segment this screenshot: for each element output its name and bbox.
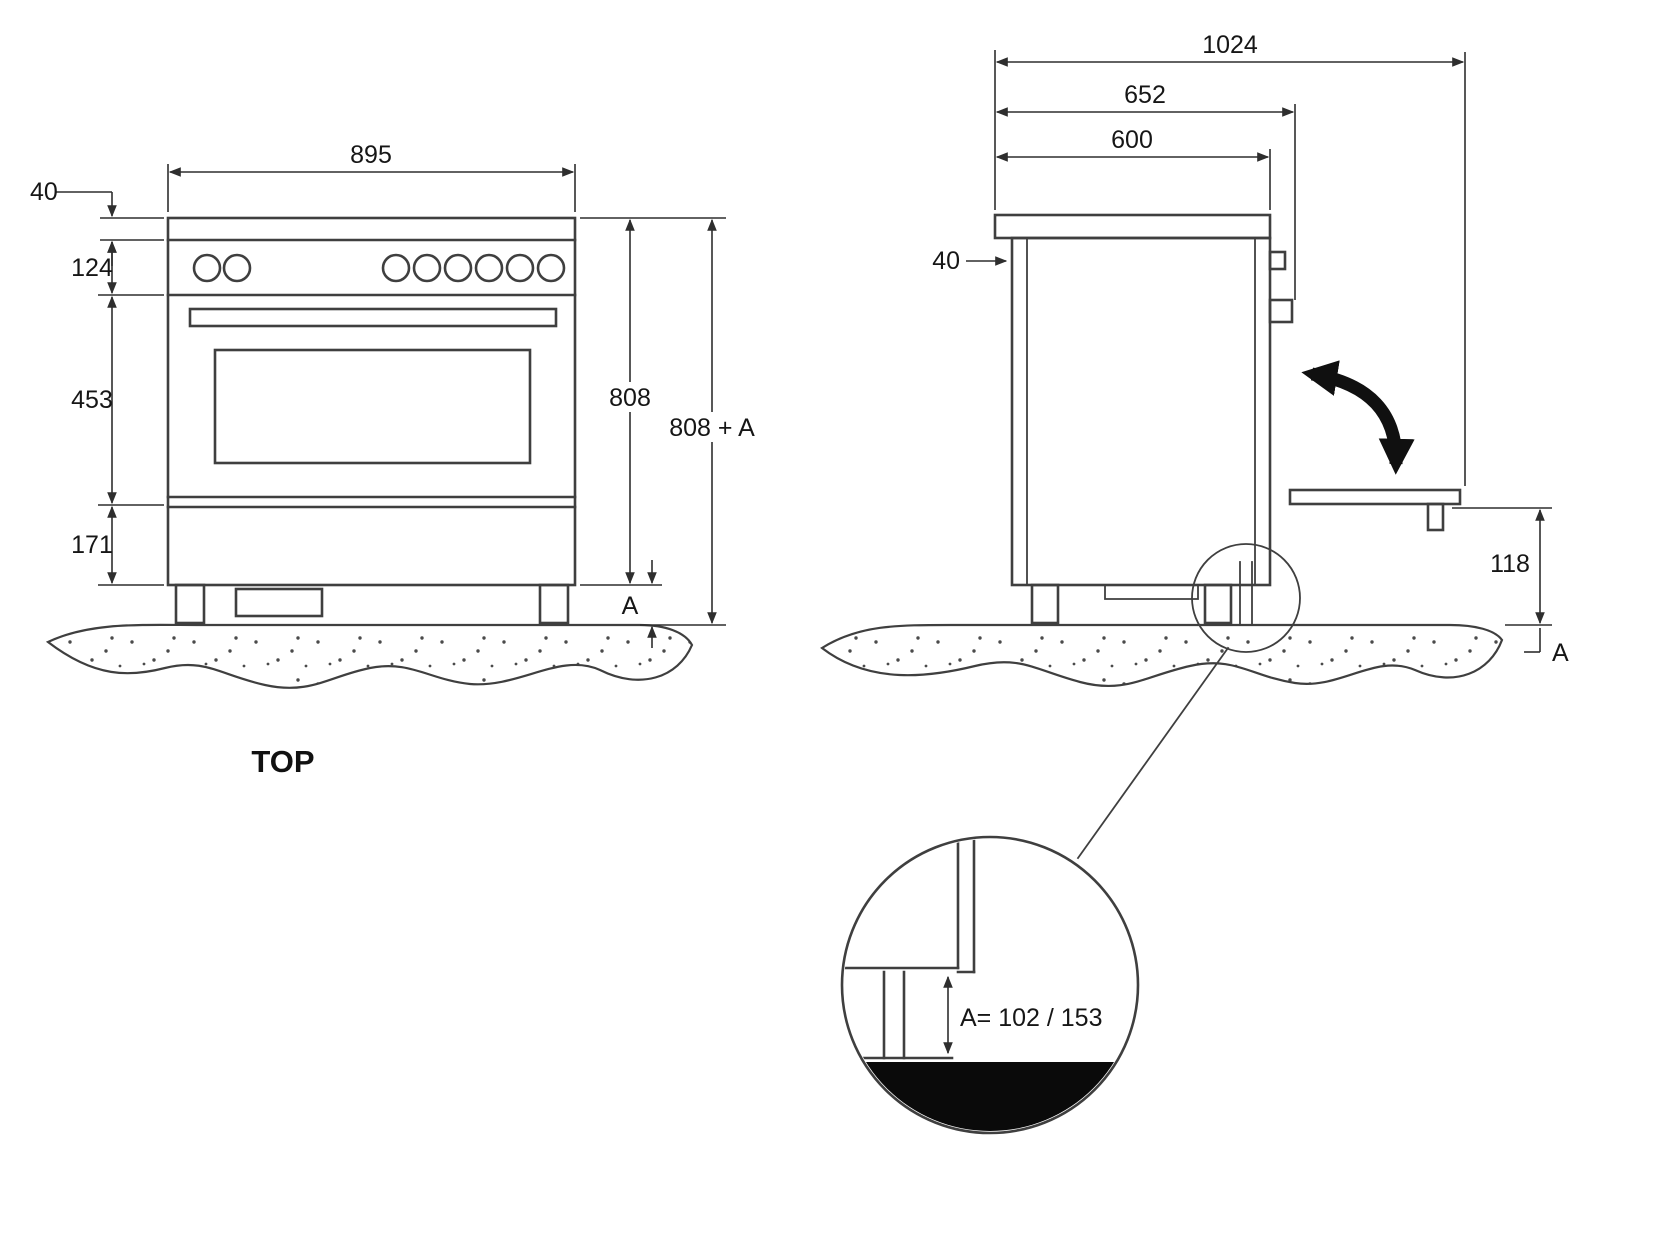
cooker-body-front [166, 216, 577, 587]
knob-icon [505, 253, 535, 283]
front-view-drawing [166, 216, 577, 625]
base-recess [1104, 584, 1199, 600]
door-hinge-upper [1268, 250, 1287, 271]
dim-rim-label: 40 [30, 178, 58, 206]
knob-icon [381, 253, 411, 283]
oven-door-window [213, 348, 532, 465]
dim-label-mask [660, 412, 764, 442]
dim-panel-label: 124 [71, 254, 113, 282]
knob-icon [536, 253, 566, 283]
knob-icon [192, 253, 222, 283]
dim-leg-label: A [622, 592, 639, 620]
dim-total-height-label: 808 + A [669, 414, 755, 442]
front-view-dimensions: 895 40 124 453 171 808 808 + A [30, 141, 764, 648]
plinth-vent [234, 587, 324, 618]
dim-drawer-label: 171 [71, 531, 113, 559]
cooktop-slab-side [993, 213, 1272, 240]
front-view-title: TOP [251, 744, 314, 779]
door-handle-side [1268, 298, 1294, 324]
open-door-stop [1426, 502, 1445, 532]
ground-front [45, 623, 694, 689]
dim-leg-adjustment-label: A= 102 / 153 [960, 1004, 1102, 1032]
dim-leg-side-label: A [1552, 639, 1569, 667]
dim-back-offset-label: 40 [932, 247, 960, 275]
open-door-panel [1288, 488, 1462, 506]
oven-handle [188, 307, 558, 328]
leg-side-front [1203, 583, 1233, 625]
knob-icon [474, 253, 504, 283]
detail-circle-outline [840, 835, 1140, 1135]
dim-total-depth-label: 1024 [1202, 31, 1258, 59]
knob-icon [412, 253, 442, 283]
dim-depth-body-label: 600 [1111, 126, 1153, 154]
dim-width-label: 895 [350, 141, 392, 169]
leg-front-right [538, 583, 570, 625]
door-swing-arrow-icon [1301, 360, 1415, 475]
detail-view: A= 102 / 153 [840, 835, 1140, 1135]
detail-circle-content [844, 839, 1136, 1131]
control-knobs [192, 253, 566, 283]
detail-callout-circle-small [1191, 543, 1301, 653]
dim-label-mask [600, 382, 660, 412]
side-view-drawing [993, 213, 1462, 860]
side-view-dimensions: 1024 652 600 40 118 A [932, 31, 1569, 667]
leg-front-left [174, 583, 206, 625]
knob-icon [443, 253, 473, 283]
dim-door-drop-label: 118 [1490, 550, 1530, 578]
detail-leader-line [1076, 646, 1230, 860]
dim-depth-handle-label: 652 [1124, 81, 1166, 109]
dim-body-height-label: 808 [609, 384, 651, 412]
cooker-body-side [1010, 236, 1272, 587]
dim-door-label: 453 [71, 386, 113, 414]
leg-side-back [1030, 583, 1060, 625]
ground-side [820, 623, 1504, 687]
knob-icon [222, 253, 252, 283]
